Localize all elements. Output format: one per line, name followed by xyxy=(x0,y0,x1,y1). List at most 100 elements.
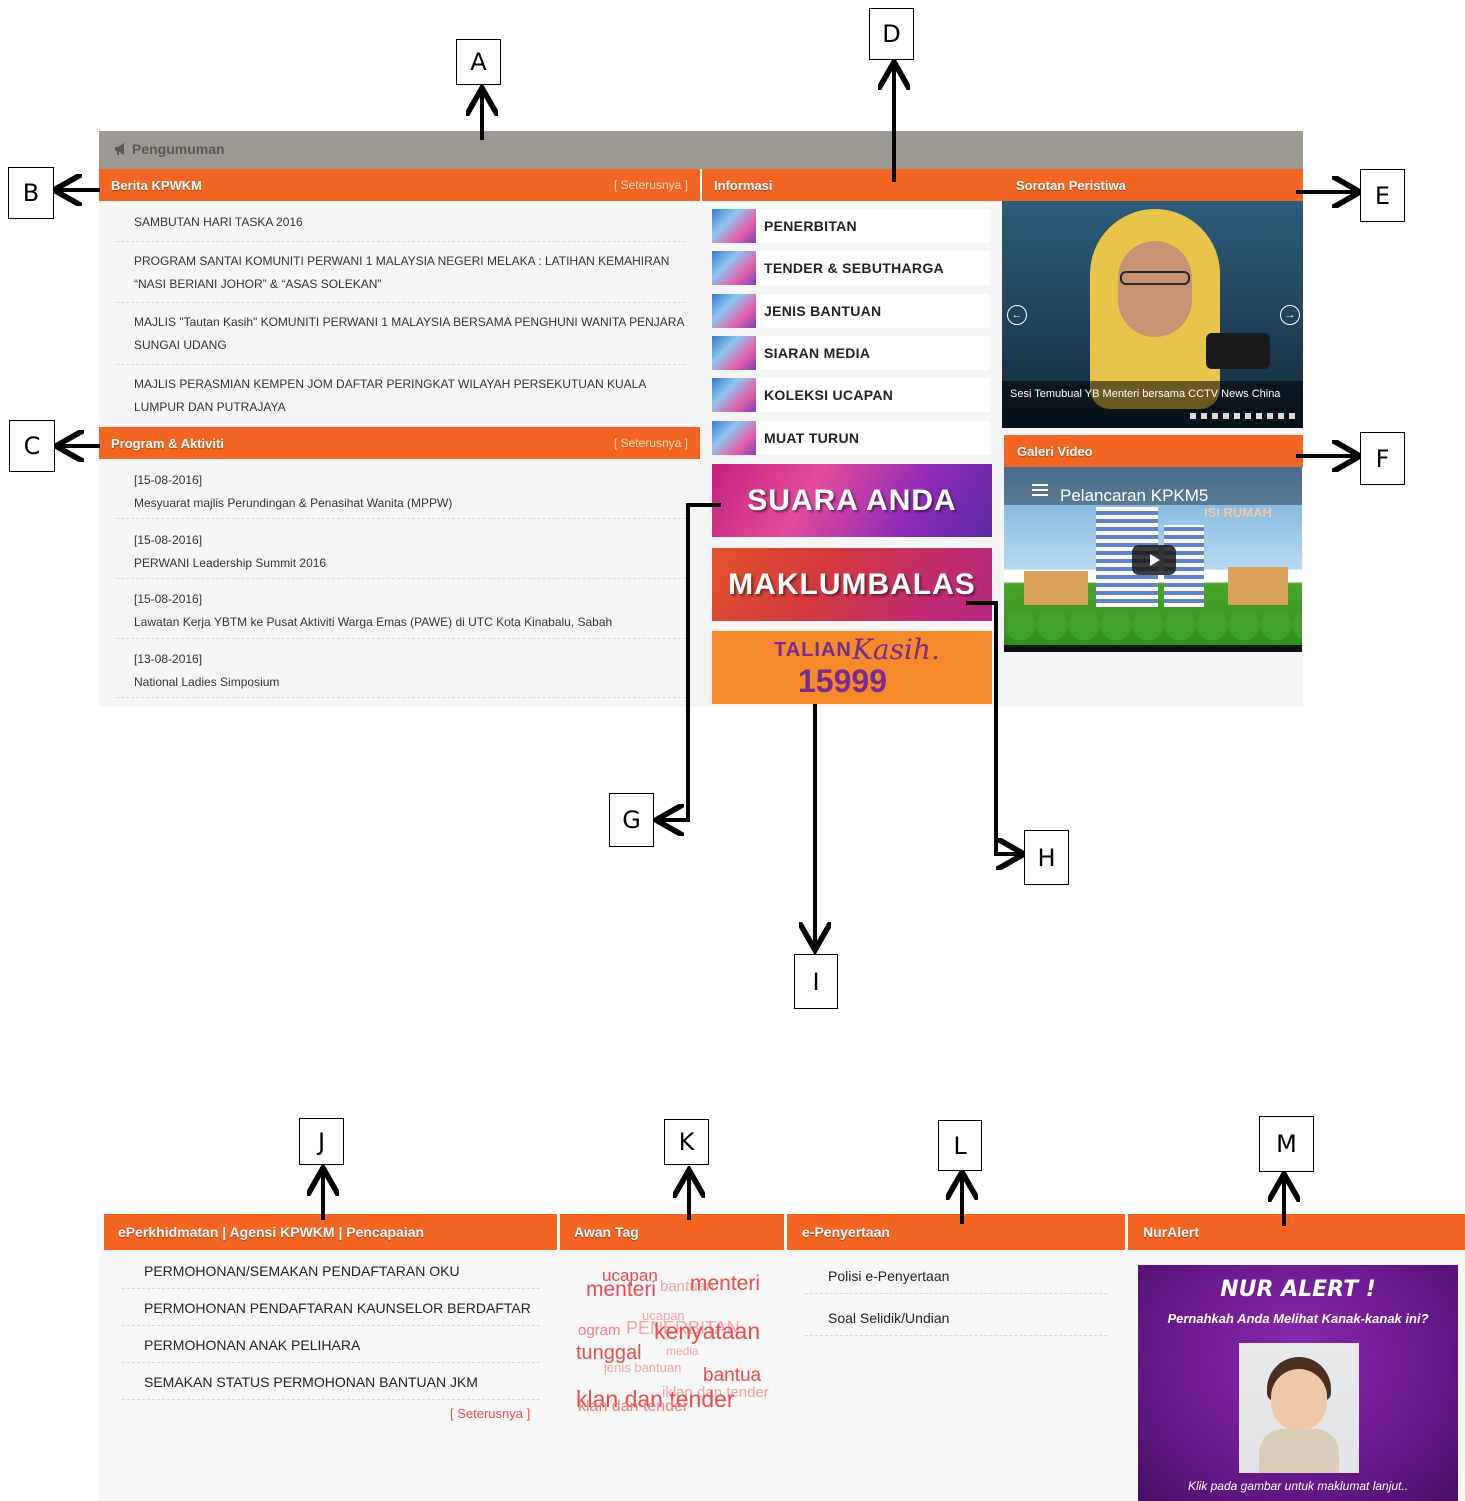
epenyertaan-link[interactable]: Soal Selidik/Undian xyxy=(828,1310,950,1326)
kasih-text: Kasih. xyxy=(852,633,940,666)
slide-dots[interactable] xyxy=(1190,413,1298,419)
program-text: Lawatan Kerja YBTM ke Pusat Aktiviti War… xyxy=(134,615,613,629)
divider xyxy=(116,302,686,303)
announcement-bar[interactable]: Pengumuman xyxy=(99,131,1303,169)
info-tile-icon xyxy=(712,251,756,285)
info-label: PENERBITAN xyxy=(764,218,857,234)
callout-b: B xyxy=(8,167,54,219)
tag-link[interactable]: ucapan xyxy=(642,1308,685,1323)
divider xyxy=(805,1335,1107,1336)
video-overlay-text: ISI RUMAH xyxy=(1204,505,1272,520)
next-arrow-icon[interactable]: → xyxy=(1280,305,1300,325)
callout-g: G xyxy=(609,793,654,847)
play-button-icon[interactable] xyxy=(1132,545,1176,575)
callout-i: I xyxy=(794,954,838,1009)
nuralert-banner[interactable]: NUR ALERT ! Pernahkah Anda Melihat Kanak… xyxy=(1138,1265,1458,1501)
callout-c: C xyxy=(9,420,55,472)
tag-link[interactable]: jenis bantuan xyxy=(604,1360,682,1375)
service-link[interactable]: SEMAKAN STATUS PERMOHONAN BANTUAN JKM xyxy=(144,1374,478,1390)
services-more-link[interactable]: [ Seterusnya ] xyxy=(450,1406,531,1421)
divider xyxy=(122,1362,540,1363)
tag-link[interactable]: kenyataan xyxy=(654,1318,761,1344)
prev-arrow-icon[interactable]: ← xyxy=(1007,305,1027,325)
playlist-icon xyxy=(1032,484,1048,498)
tag-link[interactable]: PENERBITAN xyxy=(626,1318,740,1338)
info-tile-icon xyxy=(712,378,756,412)
tag-link[interactable]: bantua xyxy=(703,1365,762,1386)
service-link[interactable]: PERMOHONAN/SEMAKAN PENDAFTARAN OKU xyxy=(144,1263,460,1279)
child-face-shape xyxy=(1271,1369,1327,1431)
nuralert-question: Pernahkah Anda Melihat Kanak-kanak ini? xyxy=(1167,1311,1429,1326)
epenyertaan-link[interactable]: Polisi e-Penyertaan xyxy=(828,1268,950,1284)
informasi-header: Informasi xyxy=(702,169,1002,201)
caption-strip xyxy=(1002,381,1303,428)
child-photo xyxy=(1239,1343,1359,1473)
program-item[interactable]: [15-08-2016] Lawatan Kerja YBTM ke Pusat… xyxy=(134,588,686,634)
program-more-link[interactable]: [ Seterusnya ] xyxy=(613,436,688,450)
tag-link[interactable]: iklan dan tender xyxy=(662,1384,769,1401)
tag-link[interactable]: klan dan tender xyxy=(576,1386,735,1412)
awan-tag-title: Awan Tag xyxy=(574,1224,639,1240)
talian-kasih-banner[interactable]: TALIAN Kasih. 15999 xyxy=(712,631,992,704)
program-item[interactable]: [15-08-2016] Mesyuarat majlis Perundinga… xyxy=(134,469,686,515)
tag-link[interactable]: klan dan tender xyxy=(578,1398,689,1415)
service-link[interactable]: PERMOHONAN ANAK PELIHARA xyxy=(144,1337,361,1353)
announcement-label: Pengumuman xyxy=(132,141,225,157)
berita-header: Berita KPWKM [ Seterusnya ] xyxy=(99,169,700,201)
tag-link[interactable]: ogram xyxy=(578,1322,621,1339)
divider xyxy=(116,518,686,519)
tag-link[interactable]: tunggal xyxy=(576,1342,642,1364)
info-tender-button[interactable]: TENDER & SEBUTHARGA xyxy=(712,251,990,285)
services-header: ePerkhidmatan | Agensi KPWKM | Pencapaia… xyxy=(104,1214,557,1250)
tag-link[interactable]: bantuan xyxy=(660,1278,715,1295)
callout-l: L xyxy=(938,1120,982,1171)
info-siaran-media-button[interactable]: SIARAN MEDIA xyxy=(712,336,990,370)
berita-item[interactable]: MAJLIS PERASMIAN KEMPEN JOM DAFTAR PERIN… xyxy=(134,377,646,414)
tag-link[interactable]: ucapan xyxy=(602,1266,658,1285)
divider xyxy=(122,1399,540,1400)
suara-anda-banner[interactable]: SUARA ANDA xyxy=(712,464,992,537)
callout-e: E xyxy=(1360,169,1405,222)
info-penerbitan-button[interactable]: PENERBITAN xyxy=(712,209,990,243)
house-shape xyxy=(1024,571,1088,605)
info-label: JENIS BANTUAN xyxy=(764,303,882,319)
berita-more-link[interactable]: [ Seterusnya ] xyxy=(613,178,688,192)
info-tile-icon xyxy=(712,209,756,243)
program-title: Program & Aktiviti xyxy=(111,435,224,451)
galeri-title: Galeri Video xyxy=(1017,443,1093,459)
galeri-header: Galeri Video xyxy=(1004,435,1303,467)
nuralert-title: NurAlert xyxy=(1143,1224,1200,1240)
program-date: [15-08-2016] xyxy=(134,473,203,487)
callout-f: F xyxy=(1360,432,1405,485)
info-label: SIARAN MEDIA xyxy=(764,345,871,361)
berita-item[interactable]: SAMBUTAN HARI TASKA 2016 xyxy=(134,215,303,229)
awan-tag-header: Awan Tag xyxy=(560,1214,784,1250)
info-jenis-bantuan-button[interactable]: JENIS BANTUAN xyxy=(712,294,990,328)
tag-link[interactable]: menteri xyxy=(690,1272,761,1295)
info-tile-icon xyxy=(712,336,756,370)
info-koleksi-ucapan-button[interactable]: KOLEKSI UCAPAN xyxy=(712,378,990,412)
program-item[interactable]: [13-08-2016] National Ladies Simposium xyxy=(134,648,686,694)
berita-item[interactable]: MAJLIS "Tautan Kasih" KOMUNITI PERWANI 1… xyxy=(134,315,684,352)
program-text: Mesyuarat majlis Perundingan & Penasihat… xyxy=(134,496,453,510)
info-muat-turun-button[interactable]: MUAT TURUN xyxy=(712,421,990,455)
sorotan-slideshow[interactable]: ← → Sesi Temubual YB Menteri bersama CCT… xyxy=(1002,201,1303,428)
program-text: National Ladies Simposium xyxy=(134,675,280,689)
program-item[interactable]: [15-08-2016] PERWANI Leadership Summit 2… xyxy=(134,529,686,575)
program-date: [15-08-2016] xyxy=(134,592,203,606)
maklumbalas-banner[interactable]: MAKLUMBALAS xyxy=(712,548,992,621)
epenyertaan-header: e-Penyertaan xyxy=(787,1214,1125,1250)
video-player[interactable]: Pelancaran KPKM5 ISI RUMAH xyxy=(1004,467,1302,652)
video-bottom-border xyxy=(1004,645,1302,652)
program-date: [13-08-2016] xyxy=(134,652,203,666)
service-link[interactable]: PERMOHONAN PENDAFTARAN KAUNSELOR BERDAFT… xyxy=(144,1300,531,1316)
divider xyxy=(116,241,686,242)
tag-link[interactable]: menteri xyxy=(586,1278,657,1301)
tag-link[interactable]: media xyxy=(666,1344,699,1358)
face-shape xyxy=(1118,241,1192,337)
berita-item[interactable]: PROGRAM SANTAI KOMUNITI PERWANI 1 MALAYS… xyxy=(134,254,670,291)
info-label: KOLEKSI UCAPAN xyxy=(764,387,894,403)
talian-text: TALIAN xyxy=(774,639,852,661)
divider xyxy=(116,364,686,365)
